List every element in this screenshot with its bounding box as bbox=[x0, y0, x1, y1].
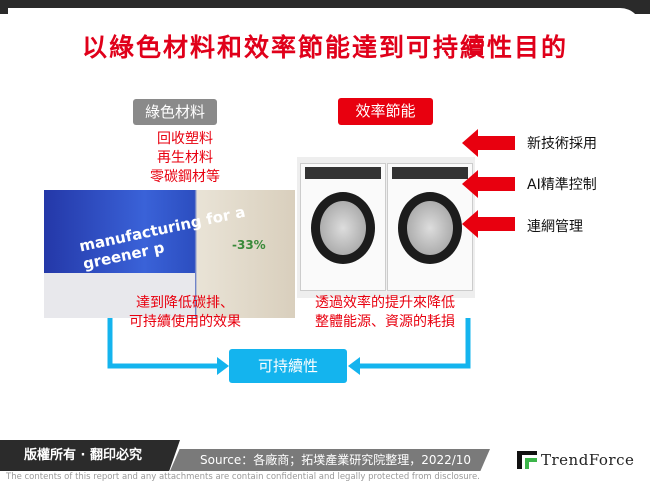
driver-ai-control: AI精準控制 bbox=[527, 177, 597, 193]
arrow-left-icon bbox=[462, 210, 515, 238]
energy-efficiency-label: 效率節能 bbox=[338, 98, 433, 125]
right-connector bbox=[358, 318, 471, 369]
sustainability-box: 可持續性 bbox=[229, 349, 347, 383]
result-line: 透過效率的提升來降低 bbox=[315, 295, 455, 311]
arrow-right-icon bbox=[217, 357, 229, 375]
driver-connected: 連網管理 bbox=[527, 219, 583, 235]
green-materials-label: 綠色材料 bbox=[133, 99, 217, 125]
result-line: 達到降低碳排、 bbox=[136, 295, 234, 311]
green-factory-image: manufacturing for a greener p -33% bbox=[44, 190, 295, 318]
result-line: 可持續使用的效果 bbox=[129, 314, 241, 330]
material-item: 回收塑料 bbox=[157, 131, 213, 147]
efficiency-result-text: 透過效率的提升來降低 整體能源、資源的耗損 bbox=[290, 294, 480, 332]
trendforce-logo: TrendForce bbox=[517, 449, 634, 471]
material-item: 再生材料 bbox=[157, 150, 213, 166]
material-item: 零碳鋼材等 bbox=[150, 169, 220, 185]
logo-text: TrendForce bbox=[541, 451, 635, 469]
driver-new-tech: 新技術採用 bbox=[527, 136, 597, 152]
materials-list: 回收塑料 再生材料 零碳鋼材等 bbox=[110, 130, 260, 187]
copyright: 版權所有 · 翻印必究 bbox=[0, 440, 180, 471]
image-percent: -33% bbox=[232, 238, 266, 252]
source: Source：各廠商；拓墣產業研究院整理，2022/10 bbox=[170, 449, 490, 471]
slide-title: 以綠色材料和效率節能達到可持續性目的 bbox=[81, 33, 568, 62]
left-connector bbox=[107, 318, 220, 369]
arrow-left-icon bbox=[462, 170, 515, 198]
green-result-text: 達到降低碳排、 可持續使用的效果 bbox=[100, 294, 270, 332]
washer-dryer-image bbox=[297, 157, 475, 298]
trendforce-logo-icon bbox=[517, 451, 537, 469]
arrow-left-icon bbox=[462, 129, 515, 157]
result-line: 整體能源、資源的耗損 bbox=[315, 314, 455, 330]
disclaimer: The contents of this report and any atta… bbox=[6, 472, 480, 482]
arrow-left-icon bbox=[348, 357, 360, 375]
